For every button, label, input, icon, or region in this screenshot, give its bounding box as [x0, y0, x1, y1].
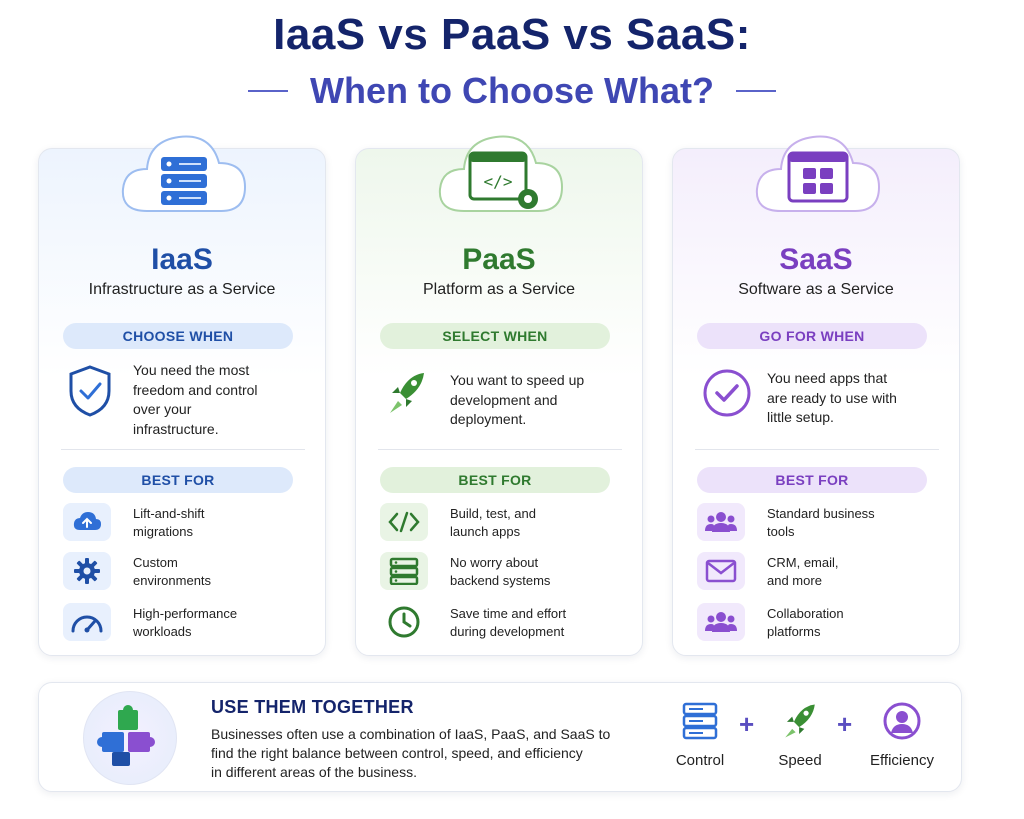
card-full-name: Infrastructure as a Service: [88, 281, 276, 298]
plus-sign: +: [739, 709, 755, 739]
when-text: You want to speed up development and dep…: [450, 371, 620, 430]
combo-control: Control: [665, 701, 735, 769]
when-line: You need apps that: [767, 370, 888, 386]
plus-sign: +: [837, 709, 853, 739]
divider: [61, 449, 305, 450]
when-line: development and: [450, 391, 558, 408]
combo-label: Speed: [778, 752, 822, 769]
combo-efficiency: Efficiency: [867, 701, 937, 769]
paas-card: </> PaaS Platform as a Service SELECT WH…: [355, 135, 643, 656]
best-for-pill: BEST FOR: [697, 467, 927, 493]
server-icon: [682, 702, 718, 740]
when-line: are ready to use with: [767, 389, 897, 406]
divider: [378, 449, 622, 450]
best-for-line: High-performance: [133, 606, 238, 621]
rocket-icon: [785, 704, 815, 738]
best-for-line: Collaboration: [767, 606, 844, 621]
divider: [695, 449, 939, 450]
clock-icon: [380, 603, 428, 641]
puzzle-icon: [97, 705, 155, 766]
select-when-pill: SELECT WHEN: [380, 323, 610, 349]
together-text: Businesses often use a combination of Ia…: [211, 725, 631, 782]
best-for-item: Custom environments: [63, 552, 313, 592]
page-subtitle: When to Choose What?: [310, 70, 714, 111]
best-for-line: migrations: [133, 523, 193, 539]
best-for-line: Standard business: [767, 506, 875, 521]
best-for-line: Lift-and-shift: [133, 506, 205, 521]
best-for-item: Build, test, and launch apps: [380, 503, 630, 543]
use-together-panel: USE THEM TOGETHER Businesses often use a…: [38, 682, 962, 792]
best-for-line: Save time and effort: [450, 606, 567, 621]
iaas-card: IaaS Infrastructure as a Service CHOOSE …: [38, 135, 326, 656]
best-for-line: tools: [767, 523, 795, 539]
best-for-line: environments: [133, 572, 212, 588]
page-title: IaaS vs PaaS vs SaaS:: [273, 10, 751, 59]
best-for-pill: BEST FOR: [63, 467, 293, 493]
card-name: IaaS: [151, 243, 213, 276]
left-rule: [248, 90, 289, 92]
card-name: SaaS: [779, 243, 853, 276]
best-for-item: Lift-and-shift migrations: [63, 503, 313, 543]
speedometer-icon: [63, 603, 111, 641]
best-for-item: High-performance workloads: [63, 603, 313, 643]
best-for-line: launch apps: [450, 523, 521, 539]
best-for-line: CRM, email,: [767, 555, 839, 570]
card-full-name: Platform as a Service: [422, 281, 576, 298]
best-for-item: Save time and effort during development: [380, 603, 630, 643]
person-circle-icon: [883, 702, 921, 740]
when-text: You need apps that are ready to use with…: [767, 369, 937, 428]
best-for-line: No worry about: [450, 555, 539, 570]
cloud-upload-icon: [63, 503, 111, 541]
when-text: You need the most freedom and control ov…: [133, 361, 303, 439]
combo-label: Efficiency: [870, 752, 934, 769]
best-for-line: Build, test, and: [450, 506, 536, 521]
group-icon: [697, 603, 745, 641]
best-for-line: Custom: [133, 555, 178, 570]
best-for-item: No worry about backend systems: [380, 552, 630, 592]
best-for-pill: BEST FOR: [380, 467, 610, 493]
server-icon: [121, 135, 247, 212]
best-for-item: Collaboration platforms: [697, 603, 947, 643]
combo-label: Control: [675, 752, 725, 769]
best-for-line: backend systems: [450, 572, 551, 588]
best-for-item: Standard business tools: [697, 503, 947, 543]
choose-when-pill: CHOOSE WHEN: [63, 323, 293, 349]
code-icon: [380, 503, 428, 541]
together-line: find the right balance between control, …: [211, 745, 583, 761]
card-full-name: Software as a Service: [738, 281, 894, 298]
together-title: USE THEM TOGETHER: [211, 697, 414, 717]
together-line: in different areas of the business.: [211, 764, 417, 780]
right-rule: [735, 90, 776, 92]
when-line: over your: [133, 401, 192, 417]
best-for-line: platforms: [767, 623, 821, 639]
check-circle-icon: [703, 369, 751, 417]
together-line: Businesses often use a combination of Ia…: [211, 726, 611, 742]
gear-icon: [63, 552, 111, 590]
when-line: freedom and control: [133, 381, 258, 398]
subtitle-row: When to Choose What?: [0, 70, 1024, 112]
app-grid-window-icon: [755, 135, 881, 212]
server-stack-icon: [380, 552, 428, 590]
when-line: You need the most: [133, 362, 250, 378]
best-for-item: CRM, email, and more: [697, 552, 947, 592]
saas-card: SaaS Software as a Service GO FOR WHEN Y…: [672, 135, 960, 656]
when-line: You want to speed up: [450, 372, 585, 388]
code-window-gear-icon: </>: [438, 135, 564, 212]
go-for-when-pill: GO FOR WHEN: [697, 323, 927, 349]
shield-check-icon: [69, 365, 111, 417]
best-for-line: and more: [767, 572, 822, 588]
when-line: deployment.: [450, 411, 527, 427]
envelope-icon: [697, 552, 745, 590]
when-line: little setup.: [767, 409, 834, 425]
puzzle-badge: [83, 691, 177, 785]
card-name: PaaS: [462, 243, 536, 276]
best-for-line: workloads: [133, 623, 192, 639]
combo-speed: Speed: [765, 701, 835, 769]
best-for-line: during development: [450, 623, 565, 639]
when-line: infrastructure.: [133, 420, 219, 437]
svg-text:</>: </>: [484, 172, 513, 191]
rocket-icon: [390, 373, 424, 413]
users-icon: [697, 503, 745, 541]
